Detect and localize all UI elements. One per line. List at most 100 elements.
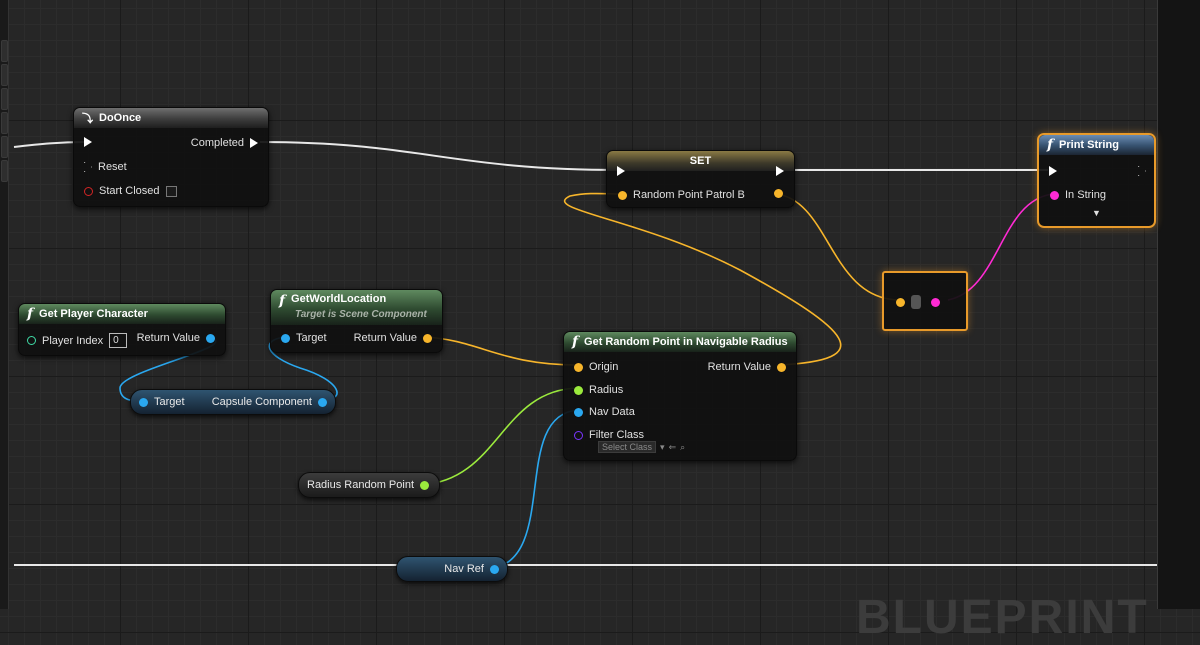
reset-label: Reset — [98, 161, 127, 173]
conversion-pins[interactable] — [896, 295, 940, 309]
scrollbar-segment[interactable] — [1, 136, 8, 158]
player-return-row[interactable]: Return Value — [137, 332, 215, 344]
print-string-node[interactable]: f Print String In String ▼ — [1037, 133, 1156, 228]
get-world-location-node[interactable]: f GetWorldLocation Target is Scene Compo… — [270, 289, 443, 353]
nav-data-row[interactable]: Nav Data — [574, 406, 635, 418]
function-icon: f — [279, 293, 286, 309]
print-in-string-row[interactable]: In String — [1050, 189, 1106, 201]
function-icon: f — [572, 334, 579, 350]
player-index-field[interactable]: 0 — [109, 333, 128, 348]
origin-row[interactable]: Origin — [574, 361, 618, 373]
select-class-value[interactable]: Select Class — [598, 441, 657, 453]
scrollbar-segment[interactable] — [1, 64, 8, 86]
vector-out-pin[interactable] — [423, 333, 432, 343]
capsule-component-label: Capsule Component — [211, 396, 312, 408]
get-player-character-node[interactable]: f Get Player Character Player Index 0 Re… — [18, 303, 226, 356]
radius-random-point-variable[interactable]: Radius Random Point — [298, 472, 440, 498]
float-in-pin[interactable] — [574, 385, 583, 395]
vector-to-string-conversion-node[interactable] — [882, 271, 968, 331]
bool-pin[interactable] — [84, 186, 93, 196]
doonce-title: DoOnce — [99, 112, 142, 124]
vector-in-pin[interactable] — [896, 297, 905, 307]
set-var-in-row[interactable]: Random Point Patrol B — [618, 189, 745, 201]
object-in-pin[interactable] — [281, 333, 290, 343]
radius-row[interactable]: Radius — [574, 384, 623, 396]
scrollbar-segment[interactable] — [1, 88, 8, 110]
print-exec-in-row[interactable] — [1049, 166, 1057, 176]
exec-out-pin[interactable] — [776, 166, 784, 176]
doonce-reset-row[interactable]: Reset — [84, 161, 127, 173]
random-return-row[interactable]: Return Value — [708, 361, 786, 373]
set-title: SET — [689, 155, 712, 167]
print-exec-out-row[interactable] — [1138, 166, 1146, 176]
vector-out-pin[interactable] — [774, 189, 783, 198]
object-out-pin[interactable] — [490, 564, 499, 574]
object-out-pin[interactable] — [206, 333, 215, 343]
exec-in-pin[interactable] — [1049, 166, 1057, 176]
nav-ref-label: Nav Ref — [444, 563, 484, 575]
doonce-node[interactable]: ⤵ DoOnce Completed Reset Start Closed — [73, 107, 269, 207]
print-string-header: f Print String — [1039, 135, 1154, 155]
get-world-location-title: GetWorldLocation — [291, 293, 387, 305]
chevron-down-icon[interactable]: ▼ — [1092, 208, 1101, 218]
exec-out-pin[interactable] — [1138, 166, 1146, 176]
return-value-label: Return Value — [353, 332, 417, 344]
advanced-expand-button[interactable]: ▼ — [1092, 208, 1101, 218]
get-random-point-header: f Get Random Point in Navigable Radius — [564, 332, 796, 352]
start-closed-label: Start Closed — [99, 185, 160, 197]
exec-in-pin[interactable] — [84, 137, 92, 147]
doonce-exec-in-row[interactable] — [84, 137, 92, 147]
world-location-return-row[interactable]: Return Value — [354, 332, 432, 344]
origin-label: Origin — [589, 361, 619, 373]
radius-random-point-label: Radius Random Point — [307, 479, 415, 491]
vector-in-pin[interactable] — [618, 190, 627, 200]
vector-in-pin[interactable] — [574, 362, 583, 372]
exec-out-pin[interactable] — [250, 138, 258, 148]
browse-search-icon[interactable]: ⌕ — [680, 441, 686, 452]
doonce-completed-row[interactable]: Completed — [191, 137, 258, 149]
set-node[interactable]: SET Random Point Patrol B — [606, 150, 795, 208]
reset-exec-pin[interactable] — [84, 162, 92, 172]
get-random-point-node[interactable]: f Get Random Point in Navigable Radius O… — [563, 331, 797, 461]
vector-out-pin[interactable] — [777, 362, 786, 372]
string-out-pin[interactable] — [931, 297, 940, 307]
print-string-title: Print String — [1059, 139, 1119, 151]
object-in-pin[interactable] — [574, 407, 583, 417]
scrollbar-segment[interactable] — [1, 40, 8, 62]
get-player-character-header: f Get Player Character — [19, 304, 225, 324]
filter-class-row[interactable]: Filter Class — [574, 429, 644, 441]
set-header: SET — [607, 151, 794, 171]
radius-label: Radius — [589, 384, 624, 396]
use-selected-arrow-icon[interactable]: ⇐ — [668, 441, 677, 452]
capsule-component-getter-node[interactable]: Target Capsule Component — [130, 389, 336, 415]
float-out-pin[interactable] — [420, 480, 430, 490]
conversion-icon — [911, 295, 921, 309]
set-exec-in-row[interactable] — [617, 166, 625, 176]
player-index-row[interactable]: Player Index 0 — [27, 333, 128, 348]
select-class-dropdown[interactable]: Select Class ▾ ⇐ ⌕ — [598, 441, 685, 453]
nav-ref-variable[interactable]: Nav Ref — [396, 556, 508, 582]
macro-icon: ⤵ — [82, 113, 93, 125]
get-random-point-title: Get Random Point in Navigable Radius — [584, 336, 788, 348]
start-closed-checkbox[interactable] — [165, 185, 177, 197]
left-scrollbar[interactable] — [0, 0, 9, 609]
object-out-pin[interactable] — [318, 397, 327, 407]
world-location-target-row[interactable]: Target — [281, 332, 327, 344]
doonce-start-closed-row[interactable]: Start Closed — [84, 185, 177, 197]
in-string-label: In String — [1065, 189, 1106, 201]
return-value-label: Return Value — [707, 361, 771, 373]
return-value-label: Return Value — [136, 332, 200, 344]
int-pin[interactable] — [27, 336, 36, 345]
object-in-pin[interactable] — [139, 397, 148, 407]
nav-data-label: Nav Data — [589, 406, 635, 418]
set-var-label: Random Point Patrol B — [633, 189, 745, 201]
string-in-pin[interactable] — [1050, 190, 1059, 200]
scrollbar-segment[interactable] — [1, 160, 8, 182]
class-pin[interactable] — [574, 430, 583, 440]
chevron-down-icon[interactable]: ▾ — [660, 441, 665, 452]
exec-in-pin[interactable] — [617, 166, 625, 176]
scrollbar-segment[interactable] — [1, 112, 8, 134]
set-exec-out-row[interactable] — [776, 166, 784, 176]
set-var-out-row[interactable] — [774, 189, 783, 198]
